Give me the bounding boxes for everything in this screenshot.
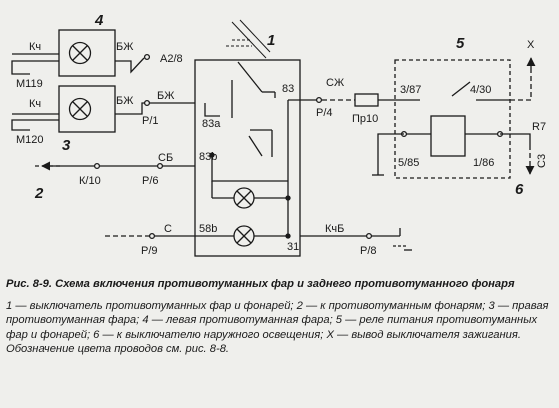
terminal-label-83: 83 bbox=[282, 83, 294, 95]
wire-label-kch-top: Кч bbox=[29, 41, 41, 53]
wiring-diagram: 4 3 1 2 5 6 Кч БЖ М119 А2/8 Кч БЖ БЖ Р/1… bbox=[11, 12, 548, 257]
component-number-1: 1 bbox=[267, 32, 275, 49]
wire-label-bzh-mid: БЖ bbox=[116, 95, 133, 107]
wire-label-s: С bbox=[164, 223, 172, 235]
ground-label-m120: М120 bbox=[16, 134, 44, 146]
component-number-5: 5 bbox=[456, 35, 465, 52]
relay-terminal-4-30: 4/30 bbox=[470, 84, 491, 96]
connector-label-p4: Р/4 bbox=[316, 107, 333, 119]
relay-terminal-3-87: 3/87 bbox=[400, 84, 421, 96]
figure-caption-body: 1 — выключатель противотуманных фар и фо… bbox=[6, 300, 549, 355]
connector-label-p8: Р/8 bbox=[360, 245, 377, 257]
connector-label-k10: К/10 bbox=[79, 175, 101, 187]
wire-label-kch-mid: Кч bbox=[29, 98, 41, 110]
connector-label-p1: Р/1 bbox=[142, 115, 159, 127]
wire-label-sb: СБ bbox=[158, 152, 173, 164]
figure-caption-title: Рис. 8-9. Схема включения противотуманны… bbox=[6, 278, 515, 290]
terminal-label-83a: 83а bbox=[202, 118, 221, 130]
wire-label-bzh-top: БЖ bbox=[116, 41, 133, 53]
component-number-2: 2 bbox=[34, 185, 44, 202]
wire-label-bzh: БЖ bbox=[157, 90, 174, 102]
wire-label-kchb: КчБ bbox=[325, 223, 344, 235]
fuse-label-pr10: Пр10 bbox=[352, 113, 378, 125]
connector-label-p9: Р/9 bbox=[141, 245, 158, 257]
connector-label-a2-8: А2/8 bbox=[160, 53, 183, 65]
figure-caption: Рис. 8-9. Схема включения противотуманны… bbox=[6, 277, 556, 356]
ignition-output-label: X bbox=[527, 39, 535, 51]
terminal-label-58b: 58b bbox=[199, 223, 217, 235]
fog-switch bbox=[194, 19, 301, 257]
fog-relay bbox=[394, 59, 511, 179]
component-number-6: 6 bbox=[515, 181, 524, 198]
relay-terminal-1-86: 1/86 bbox=[473, 157, 494, 169]
relay-terminal-5-85: 5/85 bbox=[398, 157, 419, 169]
connector-label-r7: R7 bbox=[532, 121, 546, 133]
right-fog-lamp bbox=[58, 85, 116, 133]
terminal-label-31: 31 bbox=[287, 241, 299, 253]
connector-label-p6: Р/6 bbox=[142, 175, 159, 187]
left-fog-lamp bbox=[58, 29, 116, 77]
wire-label-szh: СЖ bbox=[326, 77, 344, 89]
component-number-3: 3 bbox=[62, 137, 71, 154]
component-number-4: 4 bbox=[94, 12, 104, 29]
ground-label-m119: М119 bbox=[16, 78, 43, 90]
wire-label-s3: С3 bbox=[536, 154, 548, 168]
terminal-label-83b: 83b bbox=[199, 151, 217, 163]
